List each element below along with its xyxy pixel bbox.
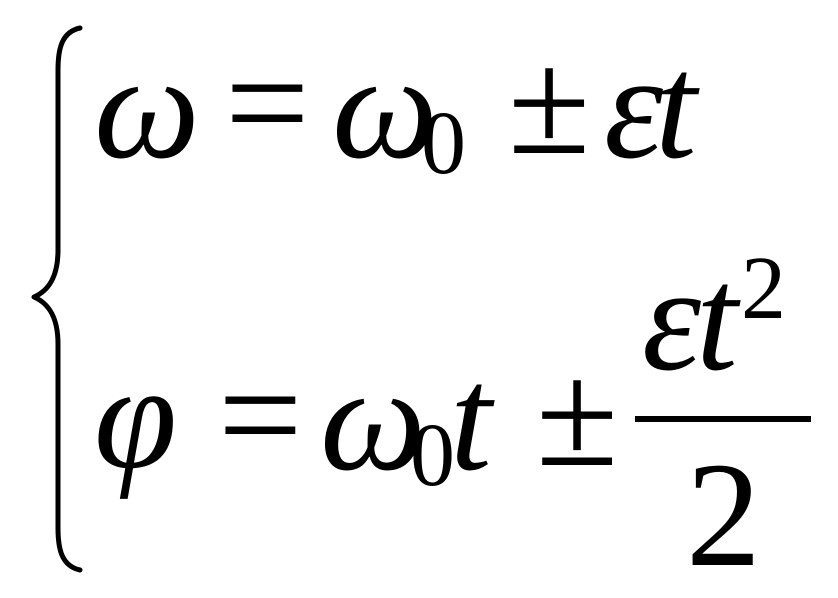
row1-epsilon: ε [604, 24, 664, 190]
row1-equals: = [225, 20, 310, 186]
row1-omega: ω [332, 24, 438, 190]
row1-t: t [655, 24, 697, 190]
left-brace [31, 25, 83, 573]
row2-lhs-phi: φ [94, 334, 177, 500]
row2-equals: = [218, 332, 303, 498]
row2-omega: ω [320, 336, 426, 502]
row2-t: t [450, 336, 492, 502]
fraction-numerator-epsilon: ε [642, 236, 702, 402]
fraction-numerator-superscript: 2 [741, 239, 786, 338]
row1-plus-minus: ± [508, 20, 591, 186]
row1-lhs-omega: ω [94, 24, 200, 190]
fraction-denominator: 2 [686, 432, 761, 598]
row2-plus-minus: ± [536, 332, 619, 498]
row1-omega-subscript: 0 [421, 94, 466, 193]
fraction-numerator-t: t [696, 236, 738, 402]
fraction-bar [635, 416, 811, 422]
row2-omega-subscript: 0 [410, 406, 455, 505]
